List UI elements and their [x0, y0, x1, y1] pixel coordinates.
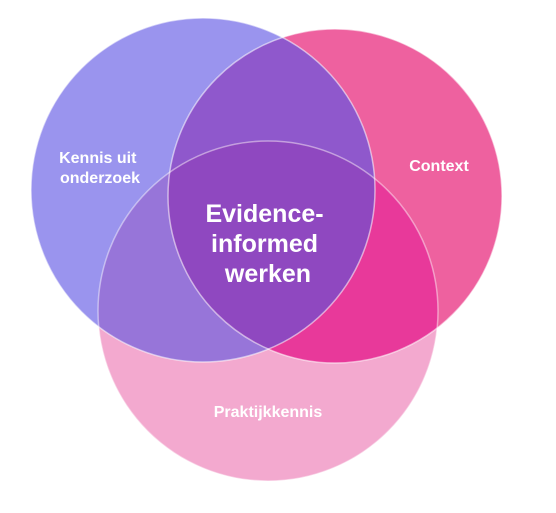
- context-label: Context: [409, 158, 469, 175]
- center-label: Evidence- informed werken: [205, 200, 330, 288]
- practice-label: Praktijkkennis: [214, 404, 323, 421]
- practice-outline: [97, 140, 439, 482]
- center-label-line-1: Evidence-: [205, 200, 323, 228]
- context-label-line-1: Context: [409, 158, 469, 175]
- research-outline: [30, 17, 376, 363]
- research-label: Kennis uit onderzoek: [59, 150, 141, 187]
- center-overlap: [168, 141, 375, 362]
- research-label-line-2: onderzoek: [60, 170, 140, 187]
- center-label-line-3: werken: [224, 260, 311, 288]
- research-label-line-1: Kennis uit: [59, 150, 137, 167]
- practice-label-line-1: Praktijkkennis: [214, 404, 323, 421]
- context-outline: [167, 28, 503, 364]
- center-label-line-2: informed: [211, 230, 318, 258]
